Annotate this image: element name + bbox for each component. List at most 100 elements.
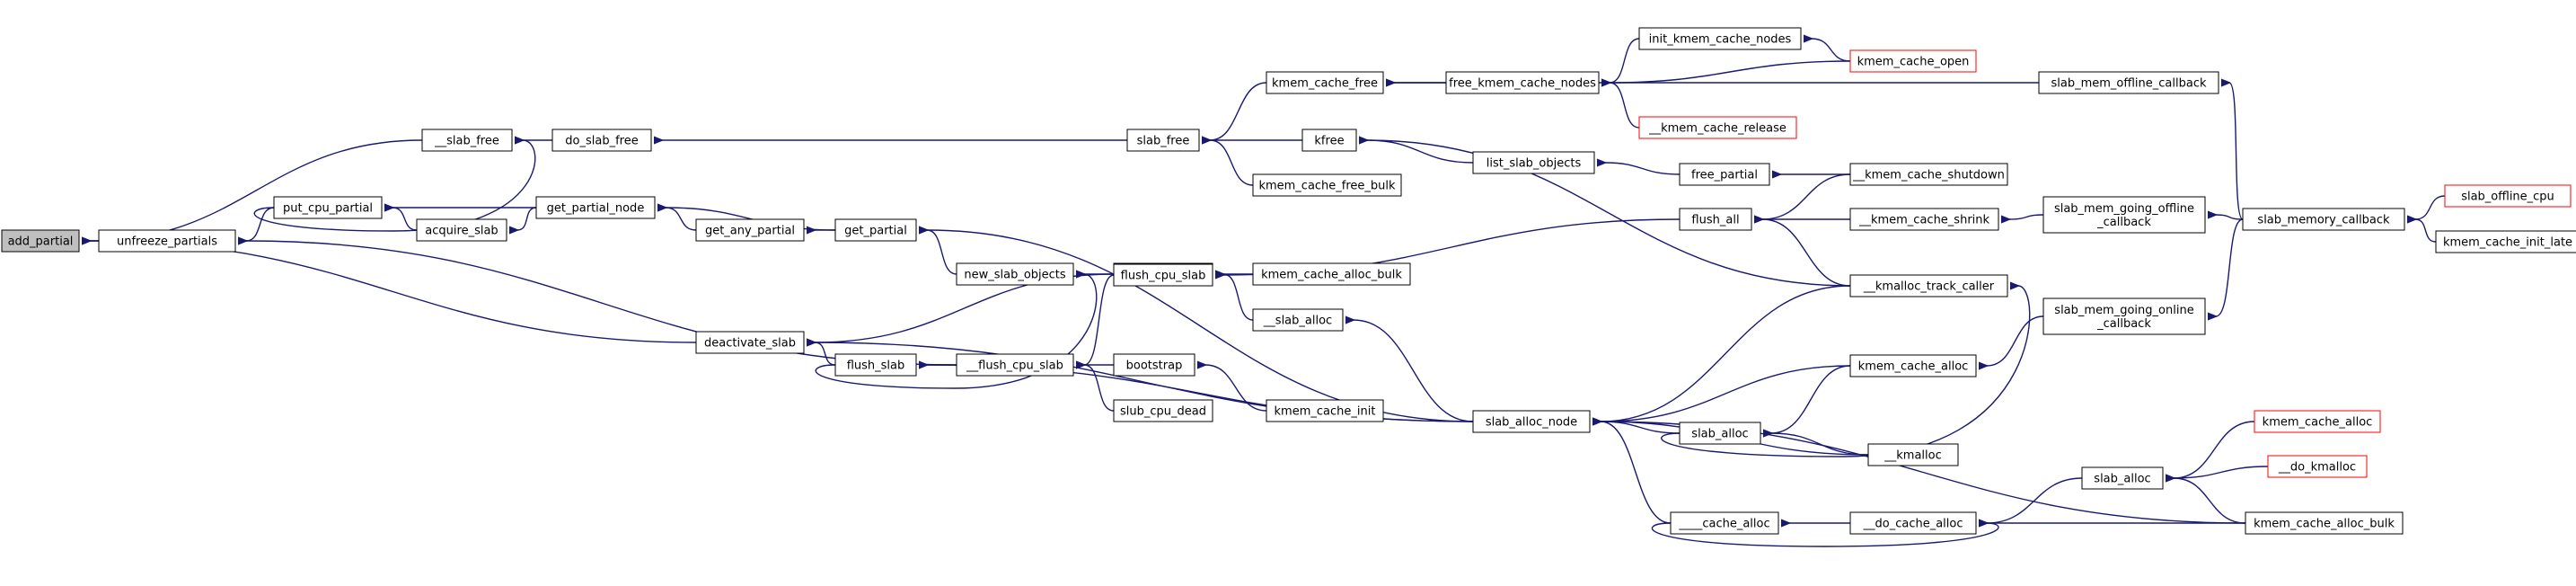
node-box bbox=[2042, 196, 2206, 234]
node-label: kmem_cache_alloc bbox=[1858, 360, 1969, 374]
node-get-partial[interactable]: get_partial bbox=[834, 218, 917, 242]
node-label: free_kmem_cache_nodes bbox=[1449, 77, 1596, 91]
node-label: unfreeze_partials bbox=[117, 235, 217, 249]
node-do-slab-free[interactable]: do_slab_free bbox=[551, 129, 652, 152]
edge-flush-slab-to-deactivate-slab bbox=[815, 342, 836, 366]
node-label: get_any_partial bbox=[705, 225, 795, 238]
node-slab-mem-going-online-callback[interactable]: slab_mem_going_online_callback bbox=[2042, 297, 2206, 335]
node-flush-all[interactable]: flush_all bbox=[1679, 208, 1752, 231]
node-slab-free[interactable]: __slab_free bbox=[421, 129, 513, 152]
node-slab-alloc-1[interactable]: slab_alloc bbox=[1679, 422, 1761, 445]
edge-flush-cpu-slab-to-unfreeze-partials bbox=[246, 241, 957, 366]
node-label: get_partial bbox=[844, 225, 907, 238]
node-slab-memory-callback[interactable]: slab_memory_callback bbox=[2242, 208, 2405, 231]
node-layer: add_partial unfreeze_partials deactivate_s… bbox=[1, 27, 2576, 535]
node-box bbox=[956, 262, 1074, 286]
node-box bbox=[1867, 443, 1959, 466]
node-kmem-cache-shrink[interactable]: __kmem_cache_shrink bbox=[1849, 208, 1999, 231]
node-box bbox=[1126, 129, 1200, 152]
edge-slab-alloc-to-slab-alloc bbox=[1223, 274, 1254, 321]
node-label: __kmem_cache_shrink bbox=[1858, 214, 1990, 227]
node-box bbox=[1849, 354, 1977, 377]
edge-kmem-cache-open-to-free-kmem-cache-nodes bbox=[1610, 60, 1851, 83]
edge-slab-offline-cpu-to-slab-memory-callback bbox=[2415, 195, 2446, 219]
node-kmem-cache-init-late[interactable]: kmem_cache_init_late bbox=[2435, 230, 2576, 253]
edge-deactivate-slab-to-add-partial bbox=[90, 241, 697, 343]
node-free-partial[interactable]: free_partial bbox=[1679, 163, 1770, 186]
node-slab-alloc-2[interactable]: slab_alloc bbox=[2081, 466, 2164, 490]
node-kmem-cache-release[interactable]: __kmem_cache_release bbox=[1638, 116, 1797, 139]
node-kmem-cache-free-bulk[interactable]: kmem_cache_free_bulk bbox=[1252, 173, 1402, 197]
node-kmalloc-track-caller[interactable]: __kmalloc_track_caller bbox=[1849, 274, 2008, 297]
node-do-cache-alloc[interactable]: __do_cache_alloc bbox=[1849, 511, 1977, 535]
node-slab-mem-going-offline-callback[interactable]: slab_mem_going_offline_callback bbox=[2042, 196, 2206, 234]
node-label: bootstrap bbox=[1126, 360, 1183, 373]
node-box bbox=[421, 129, 513, 152]
node-deactivate-slab[interactable]: deactivate_slab bbox=[695, 331, 805, 354]
node-cache-alloc[interactable]: ____cache_alloc bbox=[1670, 511, 1779, 535]
node-kmem-cache-init[interactable]: kmem_cache_init bbox=[1266, 399, 1384, 422]
node-label: __do_cache_alloc bbox=[1863, 518, 1963, 531]
node-bootstrap[interactable]: bootstrap bbox=[1113, 353, 1195, 377]
node-box bbox=[1638, 27, 1802, 50]
edge-new-slab-objects-to-get-partial bbox=[927, 230, 957, 275]
edge-slub-cpu-dead-to-flush-cpu-slab bbox=[1084, 365, 1115, 412]
node-kmem-cache-alloc-2[interactable]: kmem_cache_alloc bbox=[2254, 410, 2381, 433]
node-kmem-cache-open[interactable]: kmem_cache_open bbox=[1849, 49, 1977, 73]
node-label: flush_cpu_slab bbox=[1121, 270, 1206, 283]
node-label: __kmem_cache_shutdown bbox=[1852, 169, 2005, 182]
node-acquire-slab[interactable]: acquire_slab bbox=[416, 218, 507, 242]
node-box bbox=[2254, 410, 2381, 433]
node-flush-cpu-slab[interactable]: flush_cpu_slab bbox=[1113, 263, 1213, 287]
node-put-cpu-partial[interactable]: put_cpu_partial bbox=[273, 196, 383, 219]
node-box bbox=[1113, 399, 1213, 422]
node-unfreeze-partials[interactable]: unfreeze_partials bbox=[98, 229, 236, 253]
node-kfree[interactable]: kfree bbox=[1301, 129, 1357, 152]
edge-cache-alloc-to-do-cache-alloc bbox=[1651, 523, 1999, 547]
node-kmem-cache-shutdown[interactable]: __kmem_cache_shutdown bbox=[1849, 163, 2008, 186]
node-flush-slab[interactable]: flush_slab bbox=[834, 353, 917, 377]
edge-put-cpu-partial-to-unfreeze-partials bbox=[246, 207, 275, 241]
edge-kmem-cache-init-to-bootstrap bbox=[1205, 365, 1267, 412]
node-init-kmem-cache-nodes[interactable]: init_kmem_cache_nodes bbox=[1638, 27, 1802, 50]
node-box bbox=[2267, 455, 2368, 478]
node-slab-free[interactable]: slab_free bbox=[1126, 129, 1200, 152]
edge-put-cpu-partial-to-slab-free bbox=[253, 140, 536, 232]
node-box bbox=[2242, 208, 2405, 231]
node-label: flush_all bbox=[1691, 214, 1739, 227]
node-kmalloc[interactable]: __kmalloc bbox=[1867, 443, 1959, 466]
node-label: __flush_cpu_slab bbox=[966, 360, 1063, 373]
node-slub-cpu-dead[interactable]: slub_cpu_dead bbox=[1113, 399, 1213, 422]
edge-kmem-cache-alloc-2-to-slab-alloc-2 bbox=[2174, 421, 2255, 478]
edge-free-partial-to-list-slab-objects bbox=[1605, 163, 1681, 175]
node-slab-offline-cpu[interactable]: slab_offline_cpu bbox=[2444, 184, 2572, 208]
node-slab-alloc-node[interactable]: slab_alloc_node bbox=[1472, 410, 1591, 433]
edge-do-kmalloc-to-slab-alloc-2 bbox=[2174, 466, 2269, 478]
node-label: ____cache_alloc bbox=[1678, 518, 1769, 531]
node-box bbox=[535, 196, 656, 219]
node-label: add_partial bbox=[8, 235, 74, 249]
node-label: slab_mem_offline_callback bbox=[2051, 77, 2207, 91]
node-label: kmem_cache_init_late bbox=[2443, 236, 2572, 250]
node-box bbox=[2038, 71, 2219, 94]
node-kmem-cache-alloc-1[interactable]: kmem_cache_alloc bbox=[1849, 354, 1977, 377]
node-slab-alloc[interactable]: __slab_alloc bbox=[1252, 308, 1344, 332]
node-box bbox=[1266, 71, 1384, 94]
node-label: __slab_free bbox=[434, 135, 499, 148]
node-box bbox=[2444, 184, 2572, 208]
edge-kmem-cache-init-late-to-slab-memory-callback bbox=[2415, 219, 2437, 243]
node-list-slab-objects[interactable]: list_slab_objects bbox=[1472, 151, 1595, 174]
node-get-partial-node[interactable]: get_partial_node bbox=[535, 196, 656, 219]
node-kmem-cache-alloc-bulk-1[interactable]: kmem_cache_alloc_bulk bbox=[1252, 262, 1411, 286]
node-slab-mem-offline-callback[interactable]: slab_mem_offline_callback bbox=[2038, 71, 2219, 94]
node-get-any-partial[interactable]: get_any_partial bbox=[695, 218, 805, 242]
node-free-kmem-cache-nodes[interactable]: free_kmem_cache_nodes bbox=[1445, 71, 1600, 94]
node-label: do_slab_free bbox=[565, 135, 638, 148]
node-add-partial[interactable]: add_partial bbox=[1, 229, 80, 253]
node-kmem-cache-free[interactable]: kmem_cache_free bbox=[1266, 71, 1384, 94]
node-flush-cpu-slab[interactable]: __flush_cpu_slab bbox=[956, 353, 1074, 377]
node-new-slab-objects[interactable]: new_slab_objects bbox=[956, 262, 1074, 286]
node-do-kmalloc[interactable]: __do_kmalloc bbox=[2267, 455, 2368, 478]
node-kmem-cache-alloc-bulk-2[interactable]: kmem_cache_alloc_bulk bbox=[2245, 511, 2404, 535]
edge-get-any-partial-to-get-partial-node bbox=[666, 208, 697, 231]
